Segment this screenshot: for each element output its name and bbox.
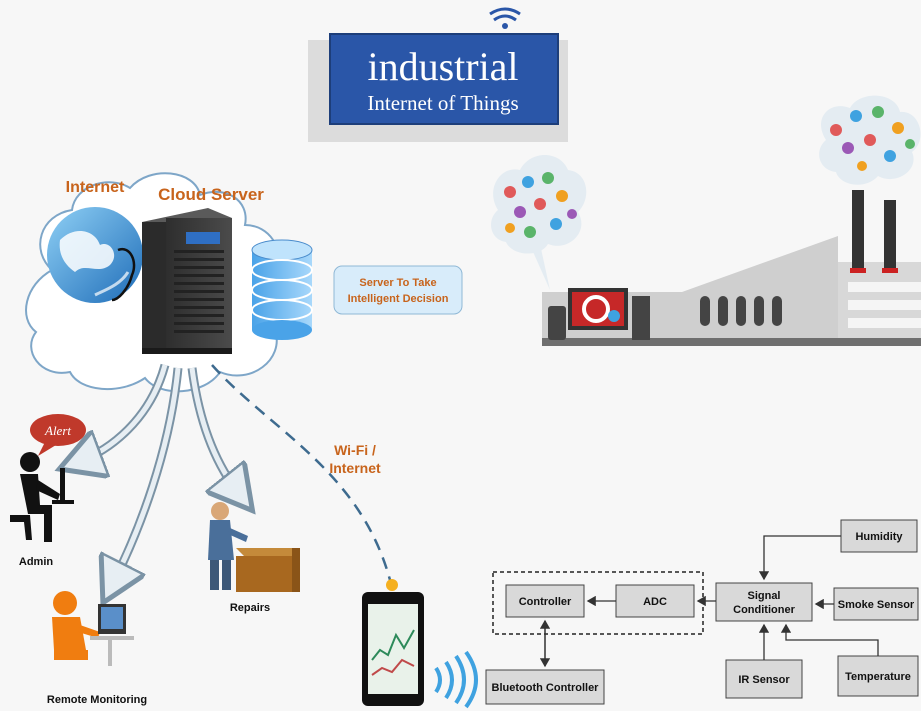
logo-subtitle: Internet of Things <box>367 91 518 115</box>
factory-illustration <box>542 190 921 346</box>
repairs-icon <box>208 502 300 592</box>
tablet-icon <box>362 592 424 706</box>
signal-label-1: Signal <box>747 590 780 602</box>
wifi-label-2: Internet <box>329 460 381 476</box>
decision-label-2: Intelligent Decision <box>348 293 449 305</box>
globe-icon <box>47 207 143 303</box>
logo-title: industrial <box>367 44 518 89</box>
controller-block <box>505 584 585 618</box>
server-icon <box>142 208 232 354</box>
logo-box <box>329 33 559 125</box>
smoke-sensor-block <box>833 587 919 621</box>
decision-bubble <box>333 265 463 315</box>
bluetooth-label: Bluetooth Controller <box>492 682 600 694</box>
internet-label: Internet <box>66 179 125 196</box>
signal-label-2: Conditioner <box>733 604 795 616</box>
wifi-link <box>211 364 392 581</box>
controller-label: Controller <box>519 596 572 608</box>
wifi-label-1: Wi-Fi / <box>334 442 376 458</box>
remote-monitoring-icon <box>52 591 134 666</box>
adc-label: ADC <box>643 596 667 608</box>
bluetooth-signal-icon <box>434 650 478 709</box>
repairs-label: Repairs <box>230 602 270 614</box>
decision-label-1: Server To Take <box>359 277 436 289</box>
tablet-antenna-dot <box>386 579 398 591</box>
database-icon <box>251 239 313 340</box>
humidity-block <box>840 519 918 553</box>
data-cloud-right <box>819 95 921 185</box>
remote-label: Remote Monitoring <box>47 694 147 706</box>
data-cloud-left <box>491 155 587 290</box>
link-to-remote <box>107 367 183 588</box>
ir-sensor-block <box>725 659 803 699</box>
temperature-block <box>837 655 919 697</box>
ir-label: IR Sensor <box>738 674 790 686</box>
adc-block <box>615 584 695 618</box>
arrow-temperature-signal <box>780 623 879 656</box>
bluetooth-controller-block <box>485 669 605 705</box>
signal-conditioner-block <box>715 582 813 622</box>
arrow-humidity-signal <box>758 535 841 581</box>
temperature-label: Temperature <box>845 671 911 683</box>
admin-label: Admin <box>19 556 54 568</box>
alert-text: Alert <box>44 423 71 438</box>
wifi-icon <box>489 7 521 29</box>
alert-bubble <box>30 414 86 456</box>
humidity-label: Humidity <box>855 531 903 543</box>
admin-icon <box>10 452 74 542</box>
cloud-server-label: Cloud Server <box>158 185 264 204</box>
smoke-label: Smoke Sensor <box>838 599 915 611</box>
